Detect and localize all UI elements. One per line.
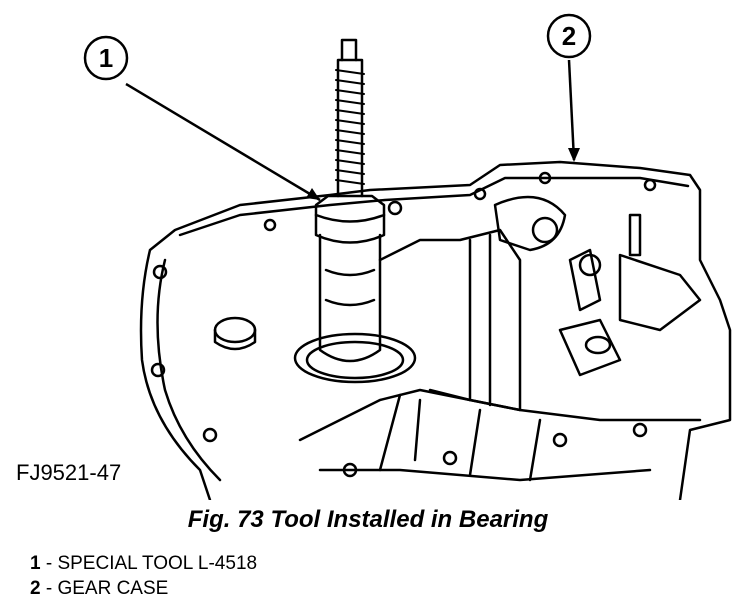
legend-item: 2 - GEAR CASE	[30, 576, 257, 601]
callout-2-leader	[567, 59, 576, 161]
callout-1-number: 1	[99, 43, 113, 73]
legend: 1 - SPECIAL TOOL L-4518 2 - GEAR CASE	[30, 551, 257, 601]
gear-case-illustration: 1 2	[83, 13, 732, 500]
callout-1-leader	[125, 82, 321, 202]
legend-item-text: - SPECIAL TOOL L-4518	[40, 553, 258, 574]
legend-item-number: 1	[30, 553, 41, 574]
figure-id: FJ9521-47	[16, 460, 122, 485]
legend-item-text: - GEAR CASE	[40, 578, 169, 599]
gear-case-outline	[139, 160, 732, 500]
special-tool	[318, 233, 382, 363]
legend-item-number: 2	[30, 578, 41, 599]
legend-item: 1 - SPECIAL TOOL L-4518	[30, 551, 257, 576]
callout-2-number: 2	[562, 21, 576, 51]
figure-caption: Fig. 73 Tool Installed in Bearing	[187, 506, 549, 533]
